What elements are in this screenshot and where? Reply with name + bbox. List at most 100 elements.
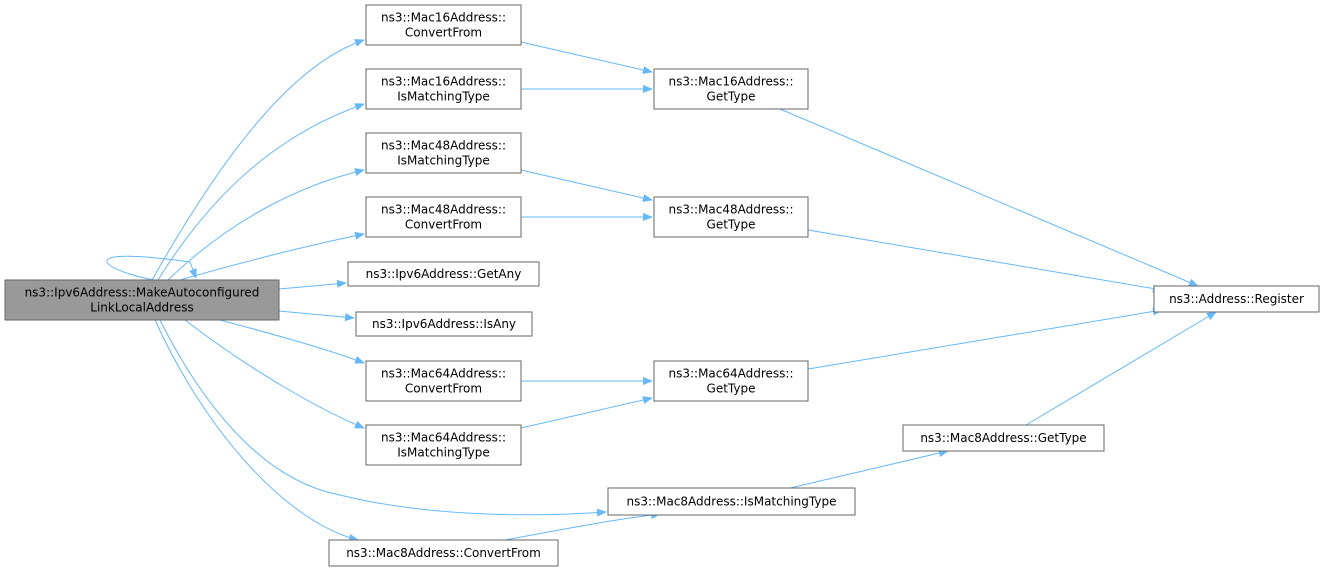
edge-line — [278, 310, 355, 322]
edge-m48_gettype-to-addr_register — [807, 229, 1163, 293]
edge-root-to-m48_convert — [179, 231, 365, 281]
node-label: ns3::Ipv6Address::MakeAutoconfigured — [25, 286, 260, 300]
node-ipv6-isany[interactable]: ns3::Ipv6Address::IsAny — [355, 311, 533, 337]
edge-m8_convert-to-m8_ismatch — [504, 511, 661, 541]
node-label: LinkLocalAddress — [90, 301, 193, 315]
node-m8-gettype[interactable]: ns3::Mac8Address::GetType — [902, 424, 1105, 452]
node-box — [4, 279, 280, 321]
node-box — [365, 360, 522, 402]
node-label: ns3::Mac48Address:: — [668, 203, 793, 217]
node-m48-convert[interactable]: ns3::Mac48Address::ConvertFrom — [365, 196, 522, 238]
node-label: IsMatchingType — [397, 90, 490, 104]
edge-m64_gettype-to-addr_register — [807, 307, 1163, 370]
node-box — [347, 261, 540, 287]
node-label: ns3::Mac64Address:: — [668, 367, 793, 381]
node-label: IsMatchingType — [397, 446, 490, 460]
edge-root-to-m48_ismatch — [167, 168, 365, 281]
node-box — [365, 424, 522, 466]
edge-line — [789, 449, 949, 489]
node-box — [365, 196, 522, 238]
node-label: ns3::Mac64Address:: — [381, 367, 506, 381]
edge-root-to-m64_ismatch — [184, 319, 365, 429]
edge-line — [1025, 311, 1217, 426]
edge-root-to-m16_ismatch — [157, 103, 365, 281]
edge-line — [179, 231, 365, 281]
node-m64-gettype[interactable]: ns3::Mac64Address::GetType — [653, 360, 809, 402]
node-m48-ismatch[interactable]: ns3::Mac48Address::IsMatchingType — [365, 132, 522, 174]
edge-line — [167, 168, 365, 281]
edge-line — [219, 319, 365, 364]
node-m8-ismatch[interactable]: ns3::Mac8Address::IsMatchingType — [607, 487, 856, 516]
node-box — [365, 68, 522, 110]
node-label: ns3::Mac16Address:: — [381, 11, 506, 25]
node-label: ns3::Mac16Address:: — [381, 75, 506, 89]
node-m16-ismatch[interactable]: ns3::Mac16Address::IsMatchingType — [365, 68, 522, 110]
edge-root-to-m8_ismatch — [159, 319, 607, 517]
edge-line — [154, 319, 359, 542]
edge-line — [106, 255, 197, 281]
node-m48-gettype[interactable]: ns3::Mac48Address::GetType — [653, 196, 809, 238]
node-layer: ns3::Ipv6Address::MakeAutoconfiguredLink… — [4, 4, 1320, 567]
edge-m64_ismatch-to-m64_gettype — [520, 396, 653, 429]
node-box — [1153, 285, 1320, 313]
node-addr-register[interactable]: ns3::Address::Register — [1153, 285, 1320, 313]
edge-m8_gettype-to-addr_register — [1025, 311, 1217, 426]
edge-line — [807, 307, 1163, 370]
edge-root-to-m16_convert — [151, 39, 365, 281]
node-label: ConvertFrom — [405, 382, 482, 396]
edge-line — [807, 229, 1163, 293]
edge-root-to-m8_convert — [154, 319, 359, 542]
node-m64-ismatch[interactable]: ns3::Mac64Address::IsMatchingType — [365, 424, 522, 466]
node-label: ns3::Mac8Address::IsMatchingType — [627, 495, 837, 509]
edge-root-to-ipv6_getany — [278, 279, 347, 290]
node-label: ConvertFrom — [405, 26, 482, 40]
node-box — [653, 196, 809, 238]
node-label: ConvertFrom — [405, 218, 482, 232]
node-m8-convert[interactable]: ns3::Mac8Address::ConvertFrom — [328, 539, 559, 567]
node-ipv6-getany[interactable]: ns3::Ipv6Address::GetAny — [347, 261, 540, 287]
edge-m16_convert-to-m16_gettype — [520, 41, 653, 74]
edge-line — [151, 39, 365, 281]
edge-layer — [106, 39, 1217, 542]
edge-line — [504, 511, 661, 541]
edge-m16_gettype-to-addr_register — [779, 108, 1199, 287]
edge-line — [520, 41, 653, 74]
node-label: ns3::Mac16Address:: — [668, 75, 793, 89]
node-label: ns3::Mac64Address:: — [381, 431, 506, 445]
node-label: GetType — [707, 218, 756, 232]
node-m64-convert[interactable]: ns3::Mac64Address::ConvertFrom — [365, 360, 522, 402]
edge-root-to-root — [106, 255, 197, 281]
node-box — [653, 68, 809, 110]
edge-m8_ismatch-to-m8_gettype — [789, 449, 949, 489]
node-box — [328, 539, 559, 567]
edge-line — [520, 396, 653, 429]
node-label: ns3::Ipv6Address::IsAny — [372, 317, 516, 331]
node-box — [365, 4, 522, 46]
node-box — [902, 424, 1105, 452]
node-box — [355, 311, 533, 337]
edge-root-to-ipv6_isany — [278, 310, 355, 322]
node-label: GetType — [707, 90, 756, 104]
node-label: ns3::Mac8Address::GetType — [920, 431, 1086, 445]
edge-m48_ismatch-to-m48_gettype — [520, 169, 653, 202]
node-box — [365, 132, 522, 174]
node-label: ns3::Mac48Address:: — [381, 203, 506, 217]
edge-root-to-m64_convert — [219, 319, 365, 364]
node-label: ns3::Ipv6Address::GetAny — [366, 267, 522, 281]
edge-line — [779, 108, 1199, 287]
node-label: ns3::Address::Register — [1169, 292, 1304, 306]
node-m16-convert[interactable]: ns3::Mac16Address::ConvertFrom — [365, 4, 522, 46]
node-label: IsMatchingType — [397, 154, 490, 168]
edge-line — [520, 169, 653, 202]
node-root[interactable]: ns3::Ipv6Address::MakeAutoconfiguredLink… — [4, 279, 280, 321]
edge-line — [184, 319, 365, 429]
node-label: ns3::Mac8Address::ConvertFrom — [346, 546, 541, 560]
edge-line — [278, 279, 347, 290]
node-label: ns3::Mac48Address:: — [381, 139, 506, 153]
node-m16-gettype[interactable]: ns3::Mac16Address::GetType — [653, 68, 809, 110]
node-box — [607, 487, 856, 516]
edge-line — [159, 319, 607, 517]
edge-line — [157, 103, 365, 281]
node-box — [653, 360, 809, 402]
